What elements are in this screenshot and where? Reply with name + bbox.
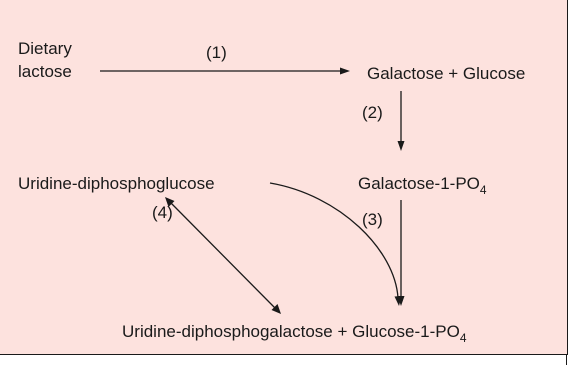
pathway-diagram <box>0 0 568 355</box>
node-udp-galactose-glucose-1-po4: Uridine-diphosphogalactose + Glucose-1-P… <box>122 322 467 345</box>
arrowhead-udpglucose-to-product <box>394 296 402 306</box>
step-label-3: (3) <box>362 210 383 229</box>
step-label-4: (4) <box>152 203 173 222</box>
node-udp-glucose: Uridine-diphosphoglucose <box>18 174 215 193</box>
step-label-1: (1) <box>206 43 227 62</box>
arrowhead-step-4-start <box>165 197 175 207</box>
node-galactose-1-po4-subscript: 4 <box>480 183 487 197</box>
arrow-step-4 <box>169 201 277 310</box>
frame-tick <box>566 355 567 365</box>
node-udp-galactose-subscript: 4 <box>460 331 467 345</box>
node-udp-galactose-text: Uridine-diphosphogalactose + Glucose-1-P… <box>122 322 460 341</box>
arrowhead-step-2 <box>397 141 405 151</box>
arrowhead-step-4-end <box>271 304 281 314</box>
node-dietary-line1: Dietary <box>18 39 72 58</box>
node-dietary-line2: lactose <box>18 62 72 81</box>
arrow-udpglucose-to-product <box>269 182 399 299</box>
node-galactose-glucose: Galactose + Glucose <box>367 64 525 83</box>
node-galactose-1-po4: Galactose-1-PO4 <box>358 174 487 197</box>
arrowhead-step-1 <box>340 67 350 75</box>
node-galactose-1-po4-text: Galactose-1-PO <box>358 174 480 193</box>
step-label-2: (2) <box>362 103 383 122</box>
